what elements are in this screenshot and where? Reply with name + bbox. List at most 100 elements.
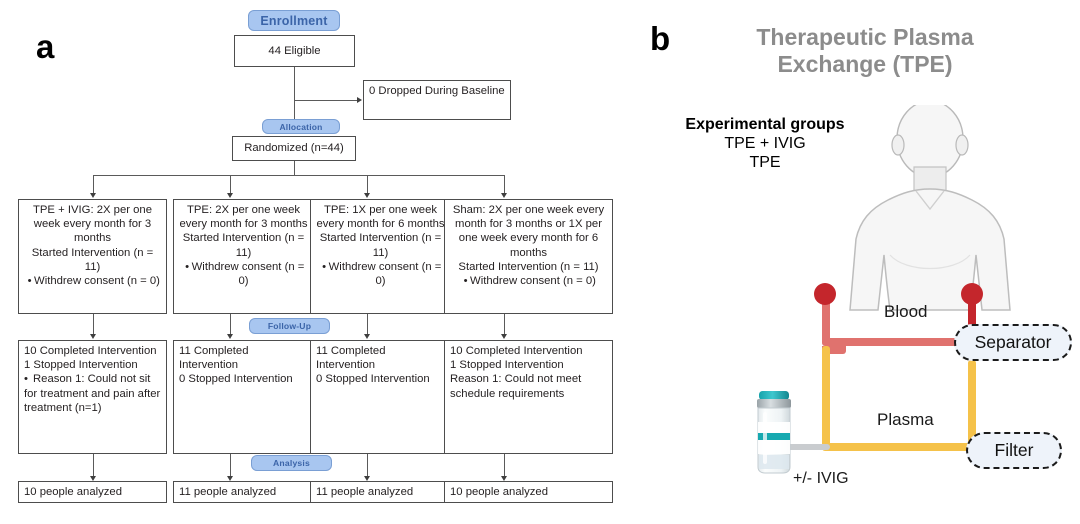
arm-1-started: Started Intervention (n = 11) (31, 246, 154, 273)
panel-a-letter: a (36, 28, 55, 65)
arm-1-fu-bullet: Reason 1: Could not sit for treatment an… (24, 373, 161, 414)
tpe-title: Therapeutic Plasma Exchange (TPE) (756, 24, 974, 77)
box-arm-2-followup: 11 Completed Intervention 0 Stopped Inte… (173, 340, 314, 454)
node-filter: Filter (966, 432, 1062, 469)
arm-4-bullet: Withdrew consent (n = 0) (470, 275, 596, 288)
arm-1-bullet: Withdrew consent (n = 0) (34, 275, 160, 288)
arm-1-fu-line-2: 1 Stopped Intervention (24, 359, 138, 372)
bullet-dot: • (463, 275, 468, 288)
label-blood: Blood (884, 302, 928, 321)
arrow-followup-2 (226, 334, 233, 339)
arrow-analysis-1 (89, 476, 96, 481)
arrow-followup-4 (500, 334, 507, 339)
connector-fu4-analysis (504, 454, 505, 478)
experimental-group-item-2: TPE (749, 154, 781, 172)
tube-ivig (786, 444, 830, 450)
arrow-followup-1 (89, 334, 96, 339)
arm-3-bullet: Withdrew consent (n = 0) (328, 260, 442, 288)
badge-allocation: Allocation (262, 119, 340, 134)
box-dropped: 0 Dropped During Baseline (363, 80, 511, 120)
panel-b-letter: b (650, 20, 671, 57)
arrow-followup-3 (363, 334, 370, 339)
tube-plasma-left (822, 346, 830, 450)
arrow-arm-2 (226, 193, 233, 198)
label-plasma: Plasma (877, 410, 934, 429)
bullet-dot: • (27, 275, 32, 288)
connector-to-dropped (294, 100, 358, 101)
box-arm-3-analysis: 11 people analyzed (310, 481, 451, 503)
experimental-groups-heading: Experimental groups (685, 116, 845, 133)
vascular-access-port-right (961, 283, 983, 305)
arrow-analysis-4 (500, 476, 507, 481)
arm-1-fu-bullet-row: •Reason 1: Could not sit for treatment a… (24, 372, 161, 415)
connector-fu2-analysis (230, 454, 231, 478)
label-ivig: +/- IVIG (793, 470, 849, 487)
tube-blood-elbow (822, 330, 846, 354)
arrow-arm-4 (500, 193, 507, 198)
ivig-vial-icon (757, 391, 791, 474)
arm-3-title: TPE: 1X per one week every month for 6 m… (316, 204, 445, 231)
connector-arm3-followup (367, 314, 368, 336)
arm-4-fu-bullet: Reason 1: Could not meet schedule requir… (450, 373, 582, 400)
arrow-arm-1 (89, 193, 96, 198)
connector-drop-2 (230, 175, 231, 195)
arm-4-started: Started Intervention (n = 11) (458, 260, 599, 273)
box-arm-1-intervention: TPE + IVIG: 2X per one week every month … (18, 199, 167, 314)
box-arm-3-followup: 11 Completed Intervention 0 Stopped Inte… (310, 340, 451, 454)
arm-3-bullet-row: •Withdrew consent (n = 0) (316, 260, 445, 288)
bullet-dot: • (24, 373, 28, 386)
box-arm-2-intervention: TPE: 2X per one week every month for 3 m… (173, 199, 314, 314)
human-body-icon (849, 105, 1011, 311)
box-arm-3-intervention: TPE: 1X per one week every month for 6 m… (310, 199, 451, 314)
arrow-analysis-2 (226, 476, 233, 481)
connector-drop-3 (367, 175, 368, 195)
connector-distributor (93, 175, 504, 176)
box-arm-4-intervention: Sham: 2X per one week every month for 3 … (444, 199, 613, 314)
connector-drop-1 (93, 175, 94, 195)
box-arm-1-followup: 10 Completed Intervention 1 Stopped Inte… (18, 340, 167, 454)
connector-arm2-followup (230, 314, 231, 336)
badge-analysis: Analysis (251, 455, 332, 471)
box-arm-4-followup: 10 Completed Intervention 1 Stopped Inte… (444, 340, 613, 454)
arrow-to-dropped (357, 96, 362, 103)
arm-1-fu-line-1: 10 Completed Intervention (24, 345, 157, 357)
arm-3-started: Started Intervention (n = 11) (319, 232, 442, 259)
arm-4-fu-line-2: 1 Stopped Intervention (450, 359, 564, 372)
arm-2-started: Started Intervention (n = 11) (182, 232, 305, 259)
bullet-dot: • (322, 260, 327, 273)
connector-fu3-analysis (367, 454, 368, 478)
node-separator: Separator (954, 324, 1072, 361)
arm-2-fu-line-2: 0 Stopped Intervention (179, 373, 293, 386)
connector-fu1-analysis (93, 454, 94, 478)
vascular-access-port-left (814, 283, 836, 305)
arm-3-fu-line-2: 0 Stopped Intervention (316, 373, 430, 386)
tube-blood-right (968, 293, 976, 335)
arrow-analysis-3 (363, 476, 370, 481)
connector-eligible-down (294, 67, 295, 119)
box-eligible: 44 Eligible (234, 35, 355, 67)
box-randomized: Randomized (n=44) (232, 136, 356, 161)
badge-enrollment: Enrollment (248, 10, 340, 31)
arrow-arm-3 (363, 193, 370, 198)
arm-3-fu-line-1: 11 Completed Intervention (316, 345, 386, 372)
connector-arm1-followup (93, 314, 94, 336)
arm-2-fu-line-1: 11 Completed Intervention (179, 345, 249, 372)
box-arm-1-analysis: 10 people analyzed (18, 481, 167, 503)
experimental-groups: Experimental groups TPE + IVIG TPE (680, 115, 850, 173)
tube-plasma-right (968, 360, 976, 446)
connector-randomized-down (294, 161, 295, 175)
arm-4-bullet-row: •Withdrew consent (n = 0) (450, 274, 607, 288)
tube-blood-horizontal (822, 338, 962, 346)
tube-blood-left (822, 293, 830, 343)
bullet-dot: • (185, 260, 190, 273)
arm-2-bullet: Withdrew consent (n = 0) (191, 260, 305, 288)
arm-1-title: TPE + IVIG: 2X per one week every month … (33, 204, 152, 245)
arm-2-bullet-row: •Withdrew consent (n = 0) (179, 260, 308, 288)
box-arm-4-analysis: 10 people analyzed (444, 481, 613, 503)
connector-drop-4 (504, 175, 505, 195)
connector-arm4-followup (504, 314, 505, 336)
tube-plasma-horizontal (822, 443, 974, 451)
arm-4-title: Sham: 2X per one week every month for 3 … (452, 204, 605, 259)
arm-4-fu-line-1: 10 Completed Intervention (450, 345, 583, 357)
